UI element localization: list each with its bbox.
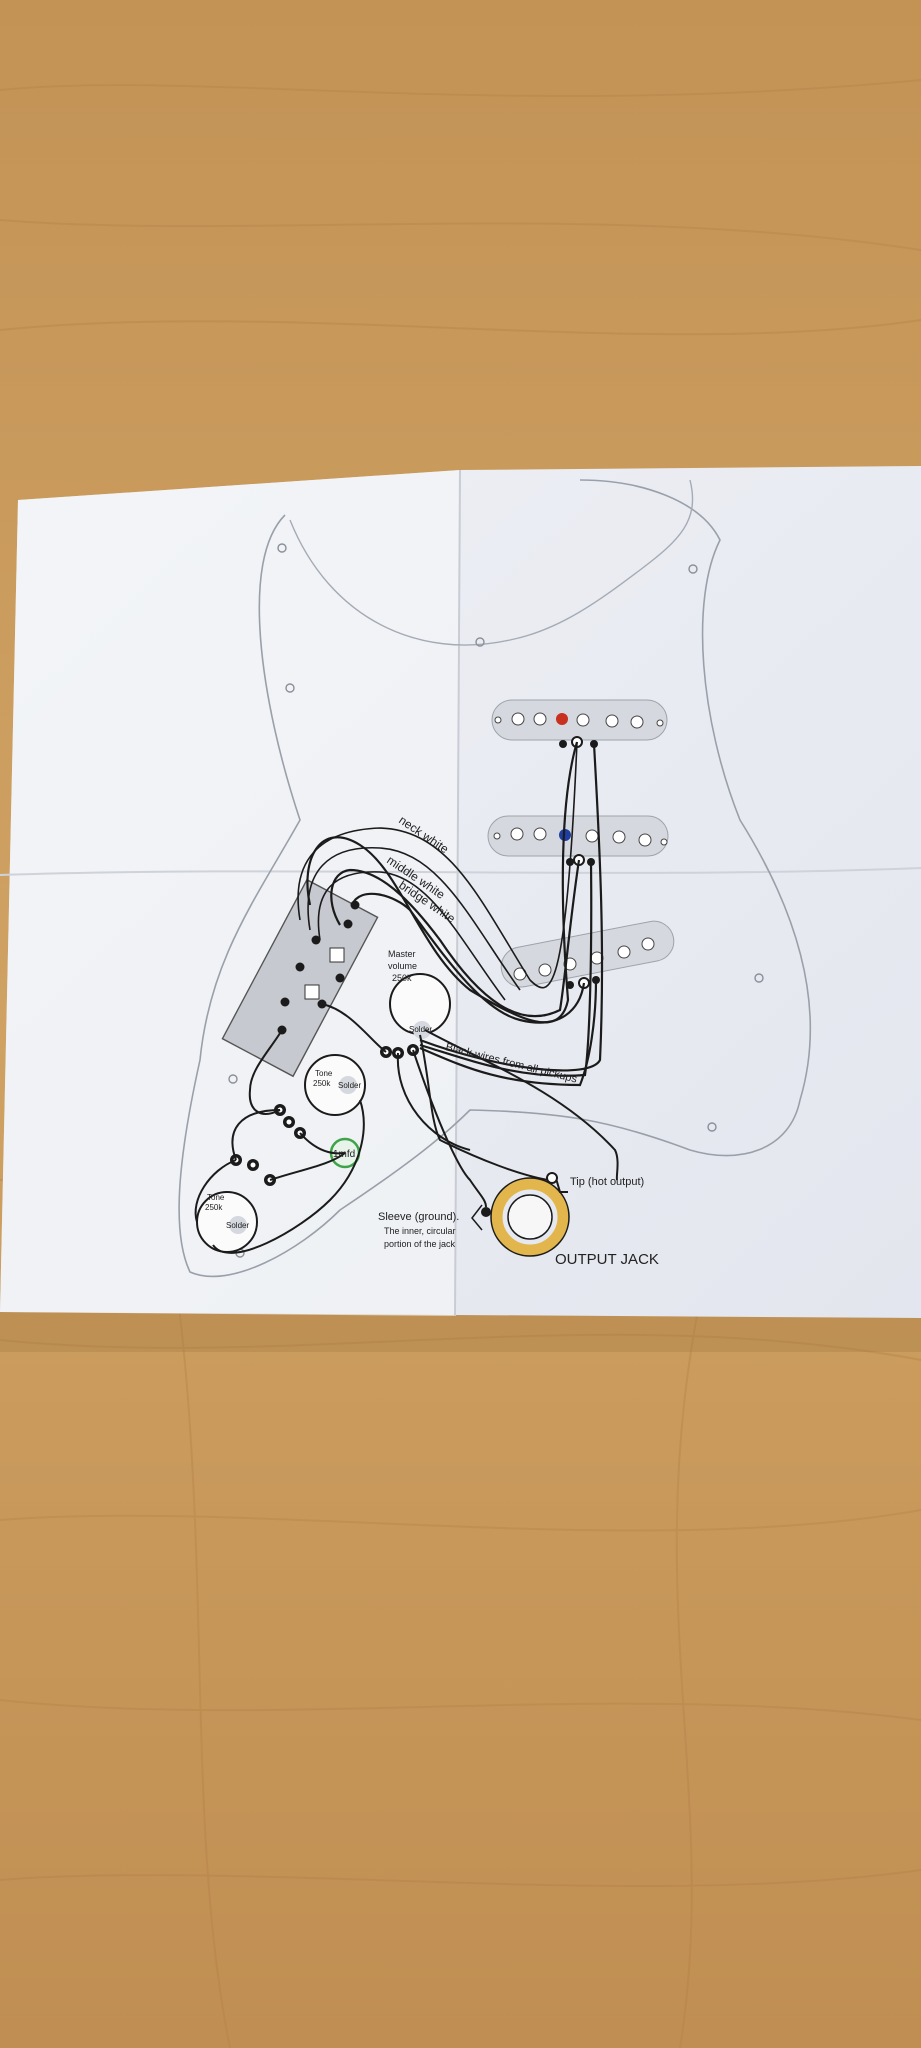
label-tone-middle: Tone [315, 1069, 333, 1078]
pickguard-outline [178, 479, 812, 1278]
middle-pickup-blue-pole [559, 829, 571, 841]
label-tip: Tip (hot output) [570, 1176, 644, 1188]
label-master-volume-value: 250k [392, 973, 412, 983]
label-solder-volume: Solder [409, 1025, 432, 1034]
neck-pickup [491, 699, 668, 741]
paper-sheet-left [0, 470, 460, 1316]
master-volume-pot [380, 973, 451, 1059]
label-master-volume-line2: volume [388, 961, 417, 971]
label-tone-lower-value: 250k [205, 1203, 223, 1212]
label-tone-middle-value: 250k [313, 1079, 331, 1088]
label-tone-lower: Tone [207, 1193, 225, 1202]
label-master-volume: Master [388, 949, 416, 959]
control-wiring [194, 1003, 619, 1254]
paper-fold-horizontal [0, 867, 921, 876]
middle-pickup [487, 815, 669, 857]
label-solder-tone-middle: Solder [338, 1081, 361, 1090]
label-output-jack: OUTPUT JACK [555, 1251, 659, 1268]
label-solder-tone-lower: Solder [226, 1221, 249, 1230]
output-jack [471, 1172, 570, 1257]
label-sleeve: Sleeve (ground). [378, 1211, 459, 1223]
neck-pickup-red-pole [556, 713, 568, 725]
label-capacitor: 1mfd [333, 1149, 355, 1160]
label-sleeve-line2: The inner, circular [384, 1226, 456, 1236]
screw-holes [228, 543, 764, 1258]
pickup-wires [306, 741, 604, 1087]
pickup-terminals [559, 740, 600, 989]
label-sleeve-line3: portion of the jack [384, 1239, 456, 1249]
guitar-body-outline [289, 479, 694, 646]
paper-shadow [0, 1312, 921, 1352]
paper-fold-vertical [454, 469, 461, 1317]
white-wire-bundle [297, 741, 578, 1001]
pickup-selector-switch [221, 878, 379, 1078]
wood-grain [0, 79, 921, 2048]
